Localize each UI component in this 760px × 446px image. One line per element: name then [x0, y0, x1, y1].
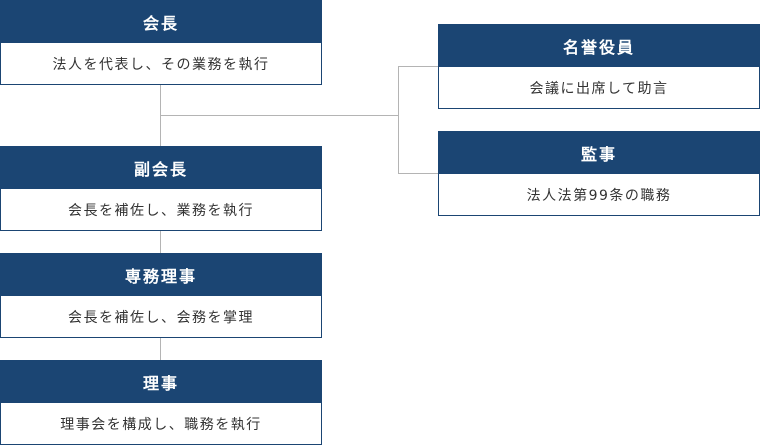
connector-senmu-riji [160, 338, 161, 360]
node-fukukaicho: 副会長 会長を補佐し、業務を執行 [0, 146, 322, 231]
connector-branch-horizontal [160, 115, 398, 116]
node-kaicho: 会長 法人を代表し、その業務を執行 [0, 0, 322, 85]
node-riji-title: 理事 [1, 361, 321, 403]
node-riji: 理事 理事会を構成し、職務を執行 [0, 360, 322, 445]
node-meiyo: 名誉役員 会議に出席して助言 [438, 24, 760, 109]
node-fukukaicho-title: 副会長 [1, 147, 321, 189]
node-kanji: 監事 法人法第99条の職務 [438, 131, 760, 216]
node-kaicho-title: 会長 [1, 1, 321, 43]
connector-right-vertical [398, 66, 399, 174]
connector-to-kanji [398, 173, 438, 174]
node-senmu-title: 専務理事 [1, 254, 321, 296]
node-kanji-desc: 法人法第99条の職務 [526, 188, 672, 204]
node-meiyo-desc: 会議に出席して助言 [529, 81, 669, 97]
node-senmu-desc: 会長を補佐し、会務を掌理 [68, 310, 254, 326]
node-fukukaicho-desc: 会長を補佐し、業務を執行 [68, 203, 254, 219]
node-kanji-title: 監事 [439, 132, 759, 174]
connector-to-meiyo [398, 66, 438, 67]
node-kaicho-desc: 法人を代表し、その業務を執行 [52, 57, 270, 73]
node-meiyo-title: 名誉役員 [439, 25, 759, 67]
node-riji-desc: 理事会を構成し、職務を執行 [60, 417, 262, 433]
node-senmu: 専務理事 会長を補佐し、会務を掌理 [0, 253, 322, 338]
connector-fukukaicho-senmu [160, 231, 161, 253]
